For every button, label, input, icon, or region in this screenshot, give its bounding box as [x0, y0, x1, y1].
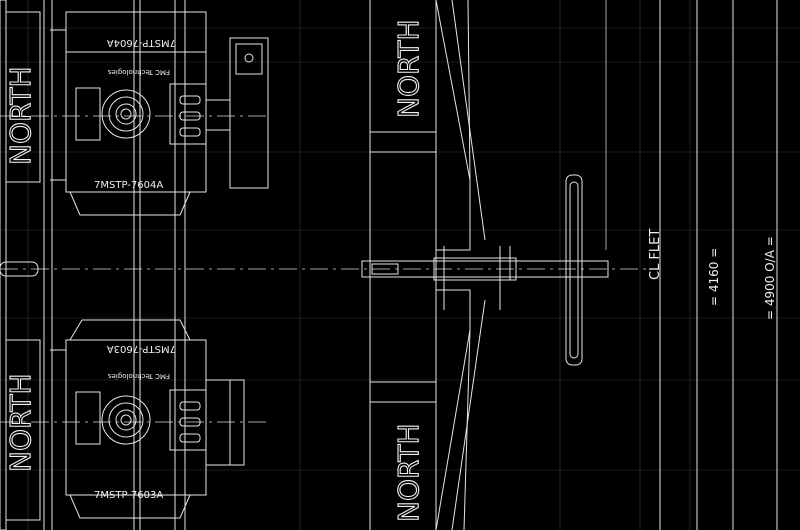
lower-tree-module: 7MSTP-7603A FMC Technologies 7MSTP-7603A: [50, 319, 245, 519]
north-box-left-lower: NORTH: [3, 339, 41, 521]
dimension-4900-oa-label: = 4900 O/A =: [763, 236, 777, 320]
upper-tree-module: 7MSTP-7604A FMC Technologies 7MSTP-7604A: [50, 11, 269, 216]
dimension-lines: [605, 0, 778, 530]
svg-text:NORTH: NORTH: [4, 66, 37, 165]
upper-tree-tag-top: 7MSTP-7604A: [107, 37, 176, 48]
lower-tree-tag-bottom: 7MSTP-7603A: [94, 490, 163, 501]
upper-tree-tag-bottom: 7MSTP-7604A: [94, 180, 163, 191]
upper-tree-maker-mark: FMC Technologies: [108, 68, 170, 76]
flet-hub-assembly: [361, 174, 609, 366]
north-label-lower: NORTH: [392, 423, 425, 522]
north-label-upper: NORTH: [392, 19, 425, 118]
lower-tree-maker-mark: FMC Technologies: [108, 372, 170, 380]
svg-text:NORTH: NORTH: [4, 373, 37, 472]
flet-frame: NORTH NORTH: [369, 0, 486, 530]
lower-tree-tag-top: 7MSTP-7603A: [107, 343, 176, 354]
north-box-left-upper: NORTH: [3, 11, 41, 183]
left-rails: [0, 0, 186, 530]
dimension-4160-label: = 4160 =: [707, 248, 721, 306]
centerline-flet-label: CL FLET: [648, 229, 663, 280]
